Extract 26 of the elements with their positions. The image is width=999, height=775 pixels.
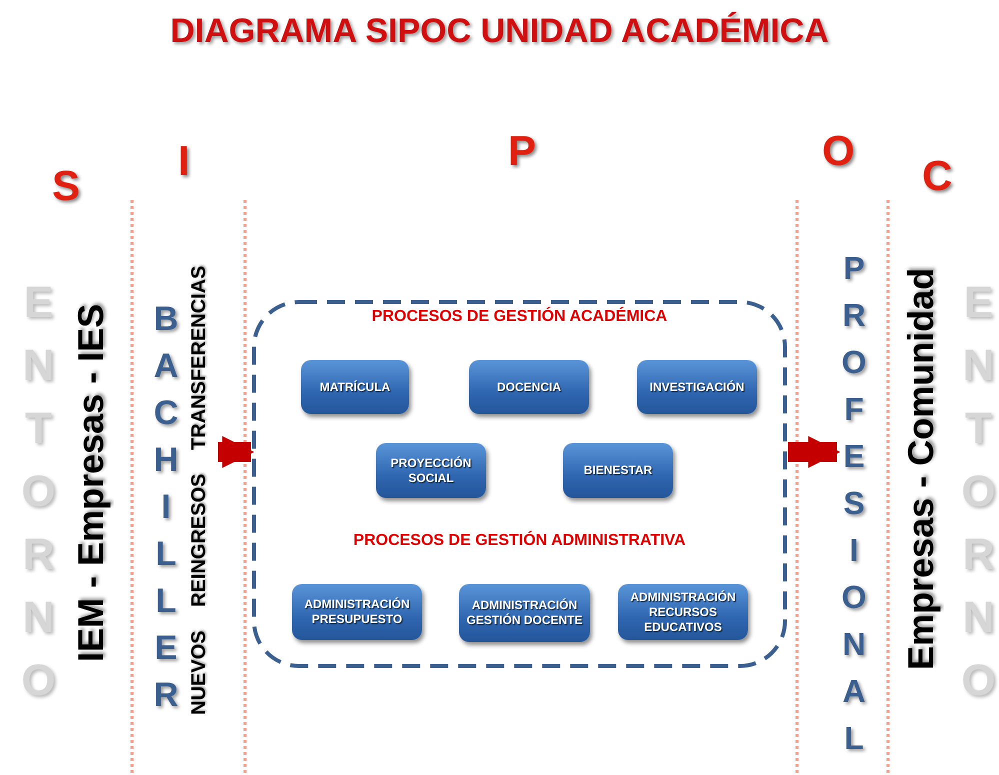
column-letter: C: [922, 155, 952, 197]
section-heading: PROCESOS DE GESTIÓN ACADÉMICA: [370, 308, 668, 326]
section-heading: PROCESOS DE GESTIÓN ADMINISTRATIVA: [352, 532, 687, 550]
column-letter: O: [822, 130, 855, 172]
vertical-label: PROFESIONAL: [838, 250, 870, 767]
process-box: ADMINISTRACIÓN GESTIÓN DOCENTE: [459, 584, 590, 642]
process-box: PROYECCIÓN SOCIAL: [376, 443, 486, 498]
process-box: BIENESTAR: [563, 443, 673, 498]
vertical-label: IEM - Empresas - IES: [73, 302, 109, 664]
process-box: MATRÍCULA: [301, 360, 409, 414]
vertical-label: ENTORNO: [956, 278, 999, 719]
process-box: ADMINISTRACIÓN PRESUPUESTO: [292, 584, 422, 640]
dashed-group-box: [252, 300, 787, 668]
vertical-label: Empresas - Comunidad: [903, 266, 939, 672]
column-letter: P: [508, 130, 536, 172]
process-box: ADMINISTRACIÓN RECURSOS EDUCATIVOS: [618, 584, 748, 640]
vertical-label: NUEVOS REINGRESOS TRANSFERENCIAS: [189, 264, 209, 717]
block-arrow: [788, 436, 840, 468]
process-box: INVESTIGACIÓN: [637, 360, 757, 414]
vertical-label: BACHILLER: [149, 300, 183, 723]
diagram-title: DIAGRAMA SIPOC UNIDAD ACADÉMICA: [169, 12, 830, 51]
process-box: DOCENCIA: [469, 360, 589, 414]
column-letter: I: [178, 140, 190, 182]
block-arrow: [218, 436, 254, 468]
column-letter: S: [52, 165, 80, 207]
vertical-label: ENTORNO: [16, 278, 60, 719]
